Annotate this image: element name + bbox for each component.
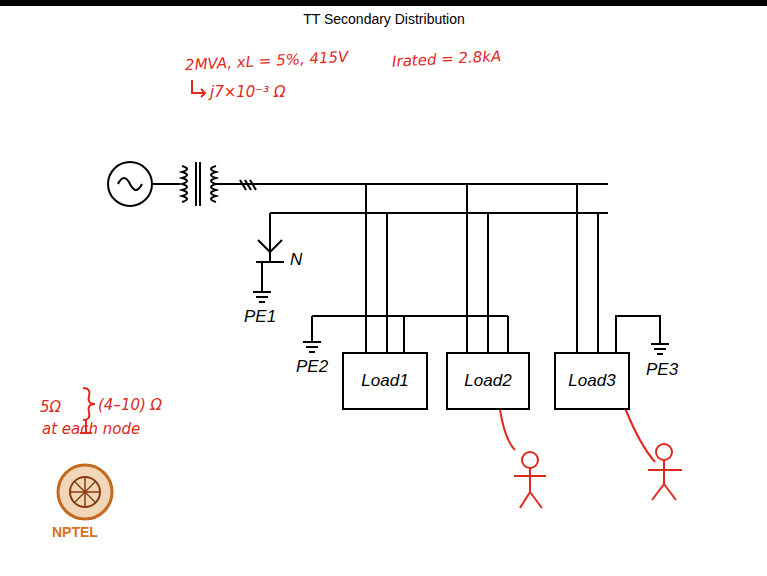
load-label: Load1 xyxy=(361,371,408,391)
star-point xyxy=(258,240,282,262)
slide-title: TT Secondary Distribution xyxy=(303,11,465,27)
load-label: Load2 xyxy=(464,371,511,391)
earth-label: PE3 xyxy=(646,360,678,380)
load-box: Load1 xyxy=(342,352,428,410)
neutral-bus xyxy=(270,212,608,214)
phase-bus xyxy=(216,183,608,185)
rated-current-note: Irated = 2.8kA xyxy=(392,47,502,71)
load-label: Load3 xyxy=(568,371,615,391)
location-note: at each node xyxy=(42,420,140,438)
load-box: Load2 xyxy=(446,352,530,410)
pe2-conductor xyxy=(312,315,508,317)
resistance-note: 5Ω xyxy=(40,398,61,416)
transformer-primary xyxy=(182,166,187,202)
earth-label: PE1 xyxy=(244,307,276,327)
handwritten-marks xyxy=(80,80,682,508)
transformer-secondary xyxy=(211,166,216,202)
generator-symbol xyxy=(108,162,152,206)
neutral-label: N xyxy=(290,250,302,270)
earth-symbols xyxy=(253,292,669,354)
pe3-conductor xyxy=(616,316,660,352)
nptel-emblem xyxy=(58,465,112,519)
range-note: (4–10) Ω xyxy=(98,396,162,414)
earth-label: PE2 xyxy=(296,357,328,377)
logo-text: NPTEL xyxy=(52,524,98,540)
impedance-note: j7×10⁻³ Ω xyxy=(210,83,286,101)
load-box: Load3 xyxy=(554,352,630,410)
rating-note: 2MVA, xL = 5%, 415V xyxy=(185,48,349,75)
